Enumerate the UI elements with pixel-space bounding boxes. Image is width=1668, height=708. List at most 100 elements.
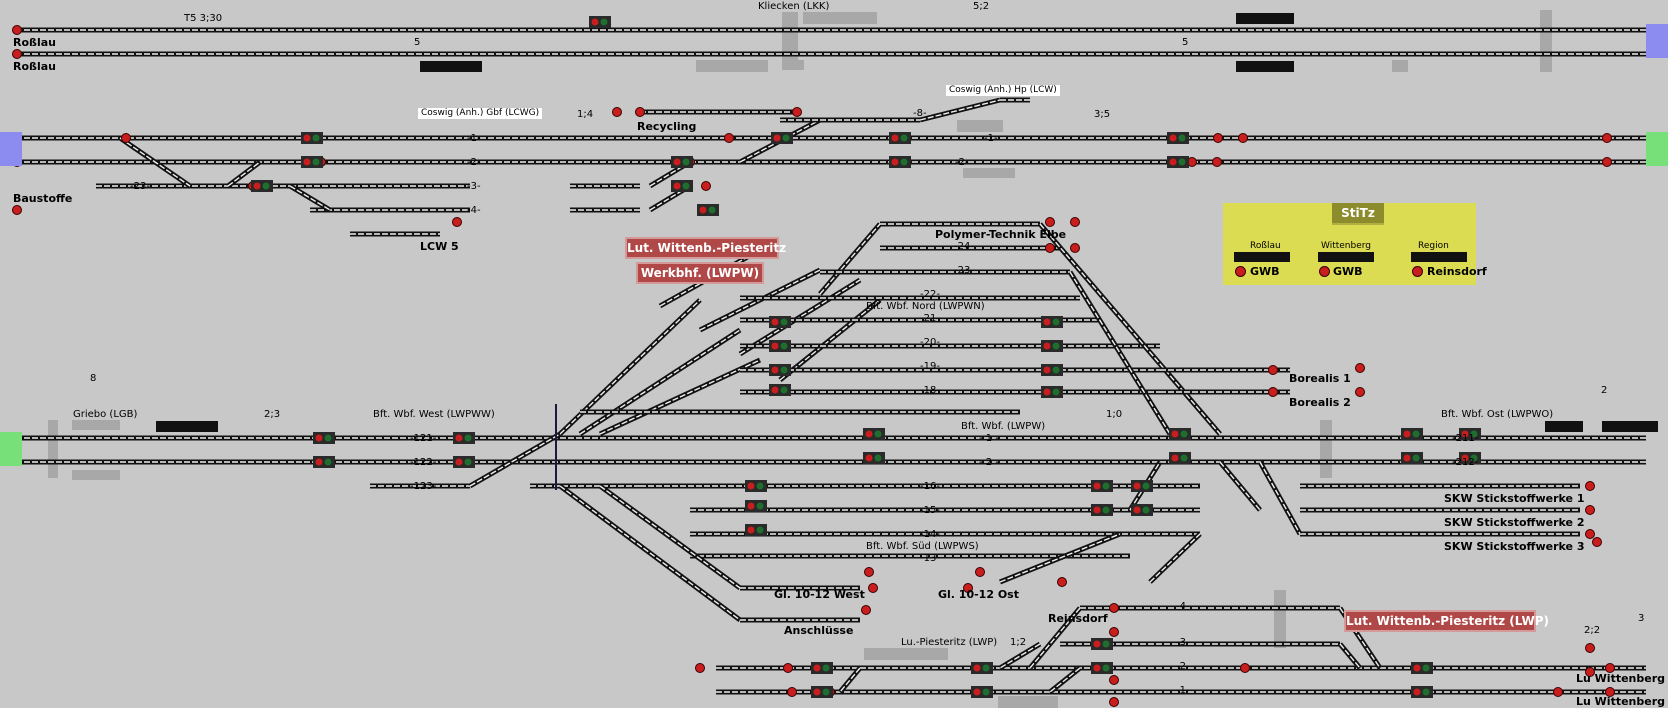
label-lu-wittenberg-2[interactable]: Lu Wittenberg	[1576, 695, 1666, 708]
signal-button[interactable]	[12, 49, 22, 59]
track-label-m1[interactable]: - 1 -	[979, 433, 999, 444]
track-label-2[interactable]: -2-	[467, 157, 481, 168]
signal-button[interactable]	[792, 107, 802, 117]
label-recycling[interactable]: Recycling	[637, 120, 697, 133]
track-segment[interactable]	[578, 327, 742, 437]
signal-button[interactable]	[1238, 133, 1248, 143]
track-label-123[interactable]: -123-	[410, 481, 437, 492]
signal-button[interactable]	[1070, 217, 1080, 227]
signal-button[interactable]	[1213, 133, 1223, 143]
signal-button[interactable]	[635, 107, 645, 117]
track-label-8[interactable]: -8-	[913, 108, 927, 119]
signal-button[interactable]	[1553, 687, 1563, 697]
edge-marker-left-green[interactable]	[0, 432, 22, 466]
track-segment[interactable]	[288, 183, 332, 213]
signal-button[interactable]	[1585, 505, 1595, 515]
track-label-4[interactable]: -4-	[467, 205, 481, 216]
track-segment[interactable]	[998, 641, 1042, 671]
track-label-14[interactable]: -14-	[920, 529, 940, 540]
track-label-1[interactable]: -1-	[467, 133, 481, 144]
label-skw1[interactable]: SKW Stickstoffwerke 1	[1444, 492, 1585, 505]
track-label-212[interactable]: -212-	[1452, 457, 1479, 468]
label-borealis2[interactable]: Borealis 2	[1289, 396, 1351, 409]
signal-button[interactable]	[787, 687, 797, 697]
signal-button[interactable]	[701, 181, 711, 191]
signal-button[interactable]	[1057, 577, 1067, 587]
track-label-m2[interactable]: - 2 -	[979, 457, 999, 468]
stitz-button-gwb-wittenberg[interactable]	[1319, 266, 1330, 277]
signal-button[interactable]	[1592, 537, 1602, 547]
label-borealis1[interactable]: Borealis 1	[1289, 372, 1351, 385]
edge-marker-left-blue[interactable]	[0, 132, 22, 166]
station-rosslau-2[interactable]: Roßlau	[13, 60, 56, 73]
signal-button[interactable]	[975, 567, 985, 577]
signal-button[interactable]	[861, 605, 871, 615]
signal-button[interactable]	[1605, 663, 1615, 673]
signal-button[interactable]	[1240, 663, 1250, 673]
track-label-1b[interactable]: -1-	[984, 133, 998, 144]
track-label-b4[interactable]: -4-	[1176, 601, 1190, 612]
track-label-b1[interactable]: -1-	[1176, 685, 1190, 696]
signal-button[interactable]	[1355, 363, 1365, 373]
signal-button[interactable]	[1268, 387, 1278, 397]
track-label-121[interactable]: -121-	[410, 433, 437, 444]
edge-marker-right-green[interactable]	[1646, 132, 1668, 166]
track-label-22[interactable]: -22-	[920, 289, 940, 300]
track-label-16[interactable]: -16-	[920, 481, 940, 492]
track-segment[interactable]	[1067, 270, 1173, 436]
signal-button[interactable]	[1585, 529, 1595, 539]
label-gl-west[interactable]: Gl. 10-12 West	[774, 588, 865, 601]
signal-button[interactable]	[612, 107, 622, 117]
track-label-24[interactable]: -24-	[954, 241, 974, 252]
track-label-15[interactable]: -15-	[920, 505, 940, 516]
label-gl-ost[interactable]: Gl. 10-12 Ost	[938, 588, 1019, 601]
track-label-b3[interactable]: -3-	[1176, 637, 1190, 648]
signal-button[interactable]	[1268, 365, 1278, 375]
signal-button[interactable]	[1602, 157, 1612, 167]
signal-button[interactable]	[1212, 157, 1222, 167]
label-reinsdorf[interactable]: Reinsdorf	[1048, 612, 1108, 625]
track-label-23w[interactable]: -23-	[954, 265, 974, 276]
signal-button[interactable]	[12, 205, 22, 215]
signal-button[interactable]	[1585, 667, 1595, 677]
signal-button[interactable]	[868, 583, 878, 593]
signal-button[interactable]	[724, 133, 734, 143]
label-polymer[interactable]: Polymer-Technik Elbe	[935, 228, 1067, 241]
signal-button[interactable]	[783, 663, 793, 673]
edge-marker-right-blue[interactable]	[1646, 24, 1668, 58]
label-baustoffe[interactable]: Baustoffe	[13, 192, 73, 205]
track-label-23[interactable]: -23-	[130, 181, 150, 192]
station-rosslau-1[interactable]: Roßlau	[13, 36, 56, 49]
signal-button[interactable]	[121, 133, 131, 143]
track-label-211[interactable]: -211-	[1452, 433, 1479, 444]
signal-button[interactable]	[695, 663, 705, 673]
track-label-b2[interactable]: -2-	[1176, 661, 1190, 672]
track-label-20[interactable]: -20-	[920, 337, 940, 348]
signal-button[interactable]	[1602, 133, 1612, 143]
signal-button[interactable]	[1109, 697, 1119, 707]
track-label-122[interactable]: -122-	[410, 457, 437, 468]
stitz-button-reinsdorf[interactable]	[1412, 266, 1423, 277]
signal-button[interactable]	[1355, 387, 1365, 397]
track-label-13[interactable]: -13-	[920, 553, 940, 564]
track-label-2b[interactable]: -2-	[955, 157, 969, 168]
label-skw3[interactable]: SKW Stickstoffwerke 3	[1444, 540, 1585, 553]
track-label-18[interactable]: -18-	[920, 385, 940, 396]
stitz-title[interactable]: StiTz	[1332, 203, 1384, 225]
signal-button[interactable]	[1045, 243, 1055, 253]
signal-button[interactable]	[452, 217, 462, 227]
signal-button[interactable]	[12, 25, 22, 35]
track-label-19[interactable]: -19-	[920, 361, 940, 372]
label-lu-wittenberg-1[interactable]: Lu Wittenberg	[1576, 672, 1666, 685]
signal-button[interactable]	[1109, 603, 1119, 613]
signal-button[interactable]	[1070, 243, 1080, 253]
signal-button[interactable]	[963, 583, 973, 593]
label-anschluesse[interactable]: Anschlüsse	[784, 624, 854, 637]
signal-button[interactable]	[1045, 217, 1055, 227]
signal-button[interactable]	[1605, 687, 1615, 697]
signal-button[interactable]	[864, 567, 874, 577]
signal-button[interactable]	[1109, 675, 1119, 685]
track-label-3[interactable]: -3-	[467, 181, 481, 192]
signal-button[interactable]	[1585, 481, 1595, 491]
stitz-button-gwb-rosslau[interactable]	[1235, 266, 1246, 277]
